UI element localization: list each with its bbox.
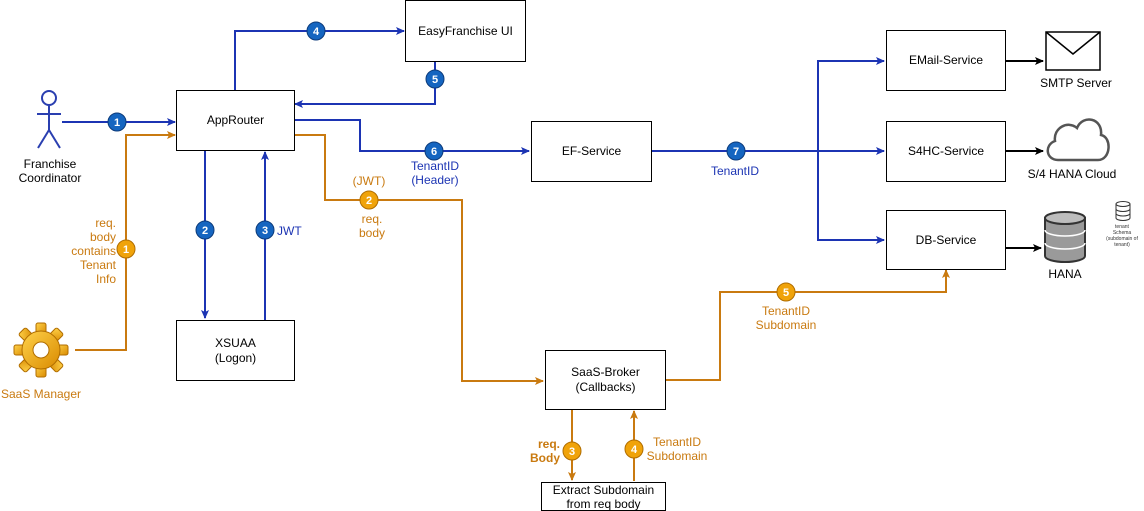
small-database-icon: [1115, 201, 1131, 221]
svg-text:7: 7: [733, 146, 739, 158]
badge-blue-1: 1: [107, 112, 127, 132]
tenantid-subdomain-5-label: TenantID Subdomain: [755, 304, 817, 332]
cloud-icon: [1046, 118, 1110, 162]
saas-broker-box: SaaS-Broker (Callbacks): [545, 350, 666, 410]
badge-orange-3: 3: [562, 441, 582, 461]
tenantid-header-label: TenantID (Header): [410, 159, 460, 187]
svg-text:5: 5: [432, 74, 438, 86]
franchise-coordinator-label: Franchise Coordinator: [18, 157, 82, 185]
badge-blue-7: 7: [726, 141, 746, 161]
arrow-4-approuter-to-ui: [234, 27, 405, 90]
xsuaa-label: XSUAA: [215, 335, 256, 350]
approuter-label: AppRouter: [206, 113, 265, 127]
badge-blue-4: 4: [306, 21, 326, 41]
easyfranchise-ui-box: EasyFranchise UI: [405, 0, 526, 62]
jwt-paren-label: (JWT): [352, 174, 386, 188]
tenantid-subdomain-4-label: TenantID Subdomain: [646, 435, 708, 463]
saas-broker-sublabel: (Callbacks): [575, 380, 636, 394]
email-service-label: EMail-Service: [908, 53, 983, 67]
svg-text:1: 1: [114, 117, 120, 129]
saas-broker-label: SaaS-Broker: [571, 365, 640, 379]
db-service-box: DB-Service: [886, 210, 1006, 270]
xsuaa-box: XSUAA (Logon): [176, 320, 295, 381]
req-body-label: req. body: [358, 212, 386, 240]
database-icon: [1044, 211, 1086, 263]
svg-text:5: 5: [783, 287, 789, 299]
badge-blue-2: 2: [195, 220, 215, 240]
svg-text:3: 3: [262, 225, 268, 237]
arrow-7-ef-to-email: [736, 57, 885, 152]
person-icon: [37, 90, 61, 149]
svg-text:2: 2: [202, 225, 208, 237]
approuter-box: AppRouter: [176, 90, 295, 151]
db-service-label: DB-Service: [915, 232, 977, 247]
arrow-6-approuter-to-ef-service: [295, 119, 530, 155]
svg-text:4: 4: [631, 444, 638, 456]
badge-orange-2: 2: [359, 190, 379, 210]
easyfranchise-ui-label: EasyFranchise UI: [418, 23, 513, 38]
badge-blue-6: 6: [424, 141, 444, 161]
extract-subdomain-label: Extract Subdomain: [552, 482, 655, 497]
extract-subdomain-box: Extract Subdomain from req body: [541, 482, 666, 511]
saas-manager-label: SaaS Manager: [0, 387, 82, 401]
svg-text:3: 3: [569, 446, 575, 458]
extract-subdomain-sublabel: from req body: [566, 496, 641, 511]
envelope-icon: [1045, 31, 1101, 71]
svg-text:1: 1: [123, 244, 129, 256]
req-body-tenant-info-label: req. body contains Tenant Info: [71, 216, 116, 286]
jwt-label: JWT: [277, 224, 302, 238]
email-service-box: EMail-Service: [886, 30, 1006, 91]
tenant-schema-label: tenant Schema (subdomain of tenant): [1106, 224, 1138, 248]
arrow-5-ui-to-approuter: [294, 62, 436, 108]
ef-service-box: EF-Service: [531, 121, 652, 182]
s4hc-service-box: S4HC-Service: [886, 121, 1006, 182]
badge-orange-5: 5: [776, 282, 796, 302]
svg-text:4: 4: [313, 26, 320, 38]
s4hc-service-label: S4HC-Service: [907, 144, 985, 158]
gear-icon: [13, 322, 69, 378]
badge-blue-5: 5: [425, 69, 445, 89]
svg-text:2: 2: [366, 195, 372, 207]
s4hana-cloud-label: S/4 HANA Cloud: [1027, 167, 1117, 181]
arrow-7-ef-to-db: [817, 151, 885, 244]
badge-blue-3: 3: [255, 220, 275, 240]
hana-label: HANA: [1048, 267, 1082, 281]
xsuaa-sublabel: (Logon): [214, 350, 257, 365]
badge-orange-4: 4: [624, 439, 644, 459]
arrow-o2-approuter-to-saas-broker: [295, 134, 544, 385]
req-body-3-label: req. Body: [530, 437, 560, 465]
svg-text:6: 6: [431, 146, 437, 158]
smtp-server-label: SMTP Server: [1040, 76, 1112, 90]
arrow-o5-broker-to-db: [666, 269, 950, 381]
badge-orange-1: 1: [116, 239, 136, 259]
ef-service-label: EF-Service: [561, 144, 622, 158]
tenantid-label: TenantID: [710, 164, 760, 178]
